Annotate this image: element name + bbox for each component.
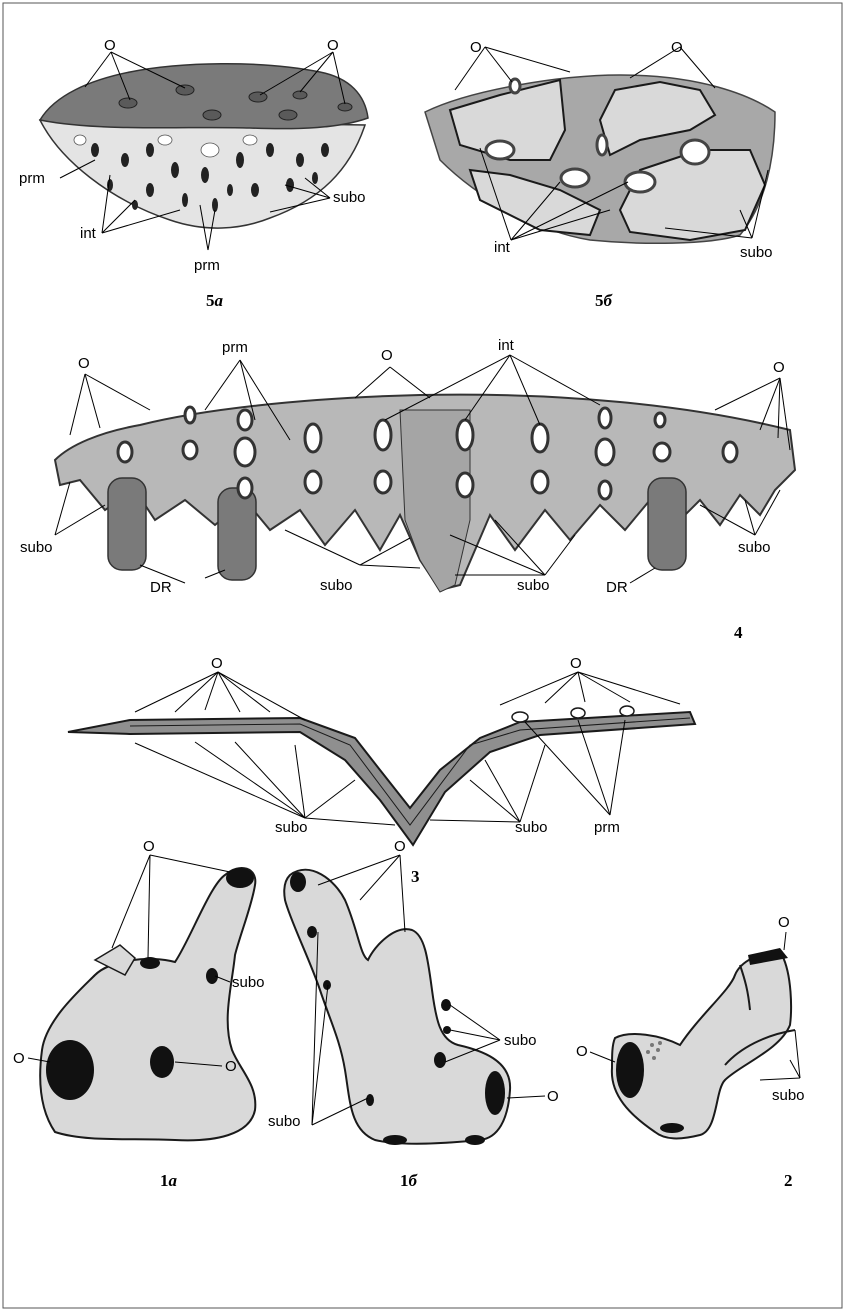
figure-5b: O O int subo 5б xyxy=(425,39,775,310)
fig4-label-subo-mid2: subo xyxy=(517,577,550,594)
fig4-label-int: int xyxy=(498,337,515,354)
fig1a-label-o-left: O xyxy=(13,1050,25,1067)
fig1a-label-o-right: O xyxy=(225,1058,237,1075)
fig3-label-o-left: O xyxy=(211,655,223,672)
fig5a-top-surface xyxy=(40,64,368,129)
fig5b-label-int: int xyxy=(494,239,511,256)
fig4-label-o-center: O xyxy=(381,347,393,364)
fig5a-label-subo: subo xyxy=(333,189,366,206)
figure-1b: O subo subo O 1б xyxy=(268,838,559,1190)
fig4-dr-right xyxy=(648,478,686,570)
fig5a-label-o2: O xyxy=(327,37,339,54)
fig3-label-subo-left: subo xyxy=(275,819,308,836)
fig4-label-dr1: DR xyxy=(150,579,172,596)
fig1b-caption: 1б xyxy=(400,1171,419,1190)
figure-4: O prm O int O subo subo DR subo subo DR … xyxy=(20,337,795,642)
figure-1a: O subo O O 1а xyxy=(13,838,265,1190)
fig3-label-o-right: O xyxy=(570,655,582,672)
fig4-label-o-right: O xyxy=(773,359,785,376)
fig5b-label-o1: O xyxy=(470,39,482,56)
fig1b-body xyxy=(284,870,510,1144)
fig2-label-subo: subo xyxy=(772,1087,805,1104)
fig5b-label-subo: subo xyxy=(740,244,773,261)
fig5a-label-o1: O xyxy=(104,37,116,54)
fig5a-label-prm1: prm xyxy=(19,170,45,187)
fig1b-label-subo-left: subo xyxy=(268,1113,301,1130)
fig3-caption: 3 xyxy=(411,867,420,886)
fig1a-caption: 1а xyxy=(160,1171,178,1190)
figure-3: O O subo subo prm 3 xyxy=(68,655,695,886)
fig4-caption: 4 xyxy=(734,623,743,642)
fig5a-label-prm2: prm xyxy=(194,257,220,274)
fig5b-caption: 5б xyxy=(595,291,614,310)
fig5b-label-o2: O xyxy=(671,39,683,56)
fig5a-label-int: int xyxy=(80,225,97,242)
fig4-dr-left2 xyxy=(218,488,256,580)
fig4-label-subo-mid1: subo xyxy=(320,577,353,594)
fig4-label-dr2: DR xyxy=(606,579,628,596)
fig1b-label-o-right: O xyxy=(547,1088,559,1105)
fig1a-label-subo: subo xyxy=(232,974,265,991)
fig1b-label-subo-right: subo xyxy=(504,1032,537,1049)
fig2-label-o-left: O xyxy=(576,1043,588,1060)
fig4-label-prm: prm xyxy=(222,339,248,356)
fig4-label-o-left: O xyxy=(78,355,90,372)
figure-5a: O O prm int prm subo 5а xyxy=(19,37,368,310)
fig2-label-o-top: O xyxy=(778,914,790,931)
fig3-label-subo-right: subo xyxy=(515,819,548,836)
fig4-dr-left1 xyxy=(108,478,146,570)
fig5a-caption: 5а xyxy=(206,291,224,310)
fig1a-label-o-top: O xyxy=(143,838,155,855)
figure-2: O O subo 2 xyxy=(576,914,805,1190)
fig3-label-prm: prm xyxy=(594,819,620,836)
fig1b-label-o-top: O xyxy=(394,838,406,855)
fig4-label-subo-right: subo xyxy=(738,539,771,556)
fig2-body xyxy=(612,954,791,1139)
fig2-caption: 2 xyxy=(784,1171,793,1190)
fig4-label-subo-left: subo xyxy=(20,539,53,556)
